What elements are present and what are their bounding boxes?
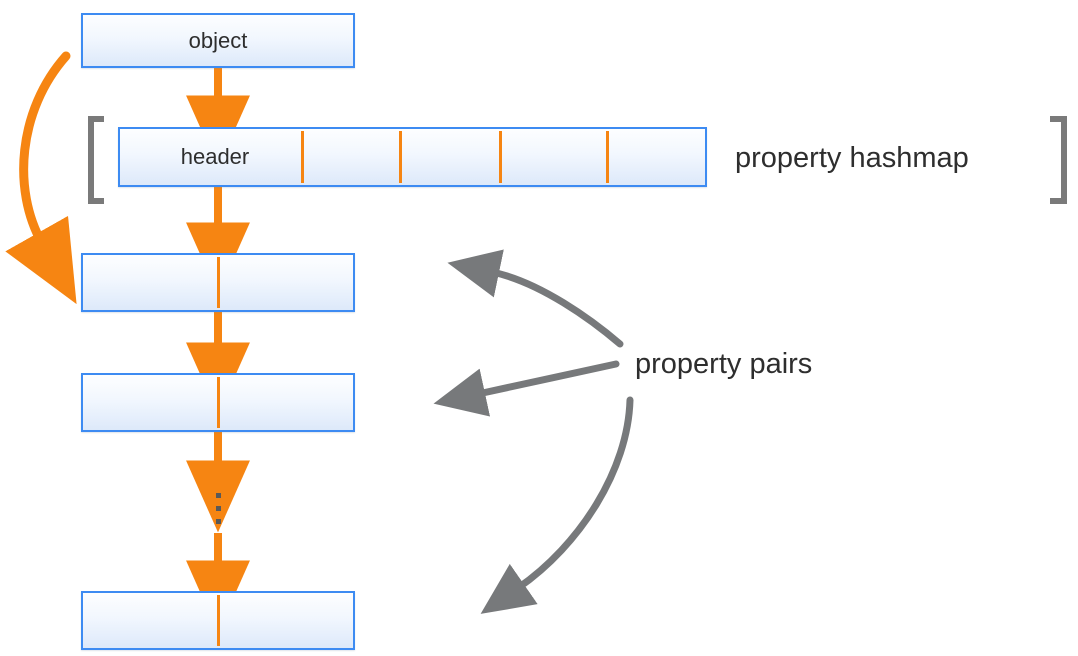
header-tick-4 bbox=[606, 131, 609, 183]
object-box[interactable] bbox=[81, 13, 355, 68]
gray-arrow-to-pair2 bbox=[433, 360, 620, 417]
gray-arrow-to-pair1 bbox=[447, 249, 624, 348]
property-pairs-label: property pairs bbox=[635, 348, 813, 380]
property-pair-divider-3 bbox=[217, 595, 220, 646]
ellipsis-dot-1 bbox=[216, 493, 221, 498]
object-box-label: object bbox=[188, 28, 248, 53]
header-box-label: header bbox=[180, 144, 250, 169]
gray-arrow-to-pair3 bbox=[480, 396, 634, 614]
left-bracket bbox=[88, 116, 104, 204]
right-bracket bbox=[1050, 116, 1067, 204]
orange-curved-arrow-object-to-pairs bbox=[5, 51, 77, 305]
ellipsis-dot-3 bbox=[216, 519, 221, 524]
property-pair-divider-1 bbox=[217, 257, 220, 308]
ellipsis-dot-2 bbox=[216, 506, 221, 511]
property-hashmap-label: property hashmap bbox=[735, 142, 969, 174]
header-tick-2 bbox=[399, 131, 402, 183]
header-tick-3 bbox=[499, 131, 502, 183]
property-pair-divider-2 bbox=[217, 377, 220, 428]
header-tick-1 bbox=[301, 131, 304, 183]
